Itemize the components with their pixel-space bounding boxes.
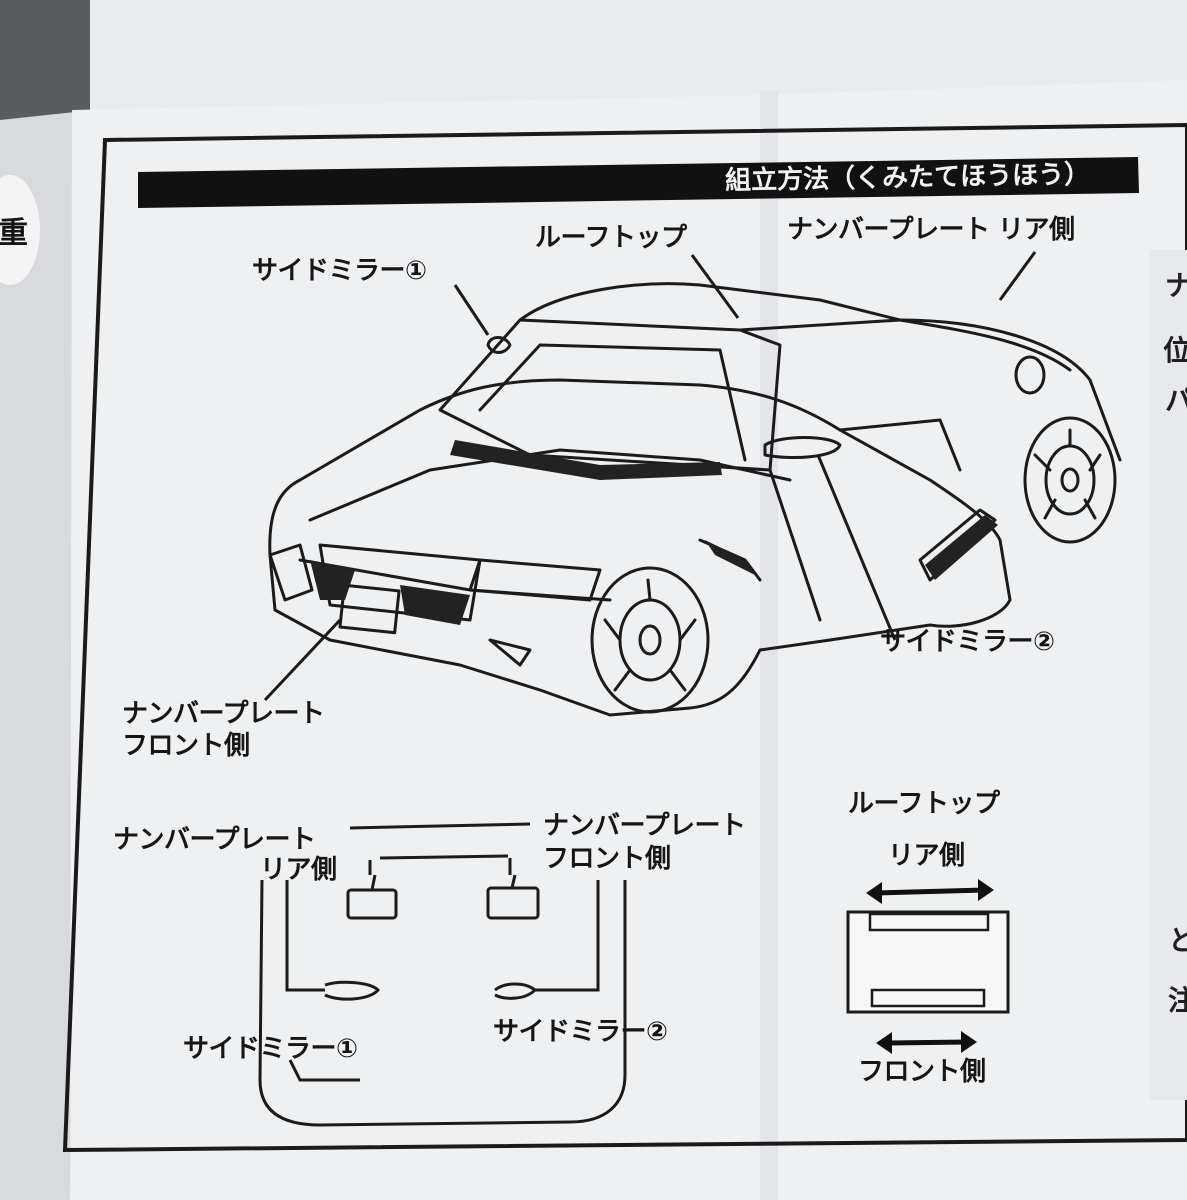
page-title: 組立方法（くみたてほうほう） bbox=[725, 154, 1091, 197]
parts-plate-rear-line1: ナンバープレート bbox=[113, 826, 315, 856]
label-plate-front-line1: ナンバープレート bbox=[122, 700, 324, 730]
parts-plate-front-line1: ナンバープレート bbox=[543, 812, 745, 842]
parts-side-mirror-1: サイドミラー① bbox=[183, 1035, 358, 1065]
label-plate-front-line2: フロント側 bbox=[122, 732, 250, 762]
label-plate-rear: ナンバープレート リア側 bbox=[787, 216, 1075, 246]
right-edge-glyph-5: 注 bbox=[1168, 984, 1187, 1017]
right-edge-glyph-2: 位 bbox=[1163, 334, 1187, 367]
label-side-mirror-2: サイドミラー② bbox=[880, 628, 1055, 658]
parts-plate-rear-line2: リア側 bbox=[260, 856, 337, 886]
roof-diagram-title: ルーフトップ bbox=[848, 790, 999, 820]
roof-diagram-front-label: フロント側 bbox=[858, 1058, 986, 1088]
parts-plate-front-line2: フロント側 bbox=[543, 845, 671, 875]
label-rooftop: ルーフトップ bbox=[535, 224, 686, 254]
right-edge-glyph-3: パ bbox=[1165, 384, 1187, 417]
label-side-mirror-1: サイドミラー① bbox=[252, 257, 427, 287]
left-page-glyph: 重 bbox=[0, 216, 28, 251]
parts-side-mirror-2: サイドミラー② bbox=[493, 1018, 668, 1048]
right-edge-glyph-4: と bbox=[1168, 924, 1187, 957]
right-edge-glyph-1: ナ bbox=[1165, 269, 1187, 302]
roof-diagram-rear-label: リア側 bbox=[888, 842, 965, 872]
